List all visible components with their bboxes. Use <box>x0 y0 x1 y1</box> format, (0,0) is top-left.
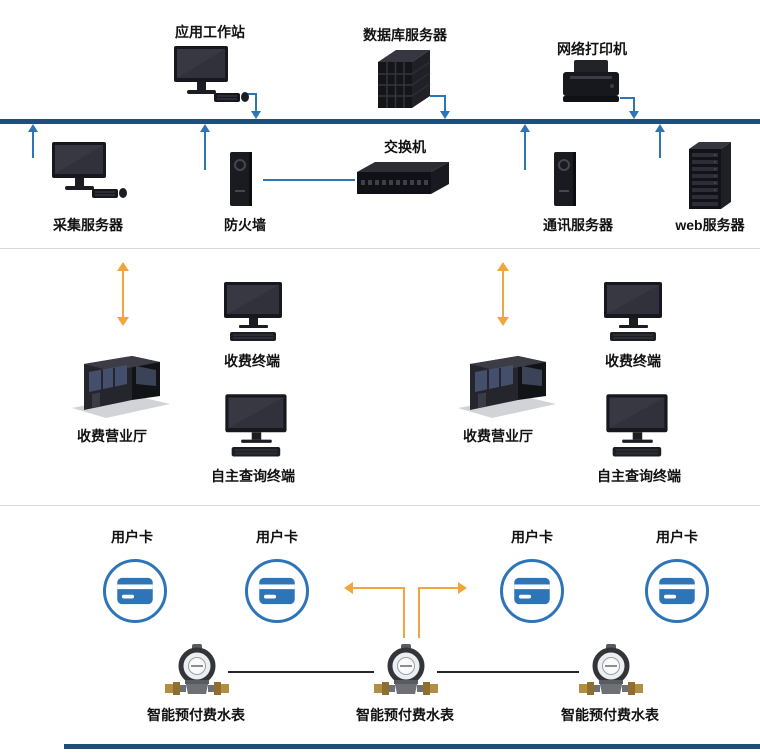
arrow-down-icon <box>497 317 509 326</box>
communication-server-icon <box>551 150 583 208</box>
water-meter-label: 智能预付费水表 <box>147 707 245 723</box>
firewall-label: 防火墙 <box>224 217 266 233</box>
arrow-down-icon <box>117 317 129 326</box>
section-divider-2 <box>0 505 760 506</box>
printer-connector <box>620 97 635 99</box>
water-meter-label: 智能预付费水表 <box>561 707 659 723</box>
workstation-icon <box>170 46 250 104</box>
fee-terminal-label-left: 收费终端 <box>224 353 280 369</box>
water-meter-icon <box>579 644 643 702</box>
communication-server-connector <box>524 131 526 170</box>
water-meter-icon <box>165 644 229 702</box>
workstation-connector <box>243 93 257 95</box>
water-meter-label: 智能预付费水表 <box>356 707 454 723</box>
arrow-up-icon <box>117 262 129 271</box>
fee-terminal-icon-left <box>218 282 290 344</box>
card-meter-link <box>352 587 405 589</box>
collection-server-connector <box>32 131 34 158</box>
meter-link <box>228 671 374 673</box>
collection-server-icon <box>48 142 128 200</box>
user-card-badge <box>103 559 167 623</box>
query-terminal-label-right: 自主查询终端 <box>597 468 681 484</box>
database-connector <box>430 95 446 97</box>
database-server-icon <box>372 50 436 110</box>
fee-terminal-icon-right <box>598 282 670 344</box>
arrow-right-icon <box>458 582 467 594</box>
database-server-label: 数据库服务器 <box>363 27 447 43</box>
network-printer-icon <box>560 60 622 104</box>
section-divider-1 <box>0 248 760 249</box>
firewall-connector <box>204 131 206 170</box>
workstation-label: 应用工作站 <box>175 24 245 40</box>
user-card-label: 用户卡 <box>511 529 553 545</box>
arrow-up-icon <box>655 124 665 132</box>
web-server-connector <box>659 131 661 158</box>
user-card-badge <box>500 559 564 623</box>
user-card-badge <box>245 559 309 623</box>
card-meter-link <box>418 587 458 589</box>
meter-link <box>437 671 579 673</box>
firewall-switch-link <box>263 179 355 181</box>
communication-server-label: 通讯服务器 <box>543 217 613 233</box>
arrow-up-icon <box>520 124 530 132</box>
switch-label: 交换机 <box>384 139 426 155</box>
card-meter-link <box>403 588 405 638</box>
query-terminal-label-left: 自主查询终端 <box>211 468 295 484</box>
fee-terminal-label-right: 收费终端 <box>605 353 661 369</box>
arrow-down-icon <box>440 111 450 119</box>
arrow-left-icon <box>344 582 353 594</box>
user-card-label: 用户卡 <box>256 529 298 545</box>
user-card-label: 用户卡 <box>111 529 153 545</box>
card-icon <box>258 577 296 605</box>
arrow-up-icon <box>28 124 38 132</box>
collection-server-label: 采集服务器 <box>53 217 123 233</box>
card-meter-link <box>418 588 420 638</box>
card-icon <box>513 577 551 605</box>
switch-icon <box>355 160 451 196</box>
business-hall-icon-right <box>458 344 556 426</box>
user-card-badge <box>645 559 709 623</box>
business-hall-label-left: 收费营业厅 <box>77 428 147 444</box>
network-bus-line <box>0 119 760 124</box>
query-terminal-icon-left <box>219 394 295 460</box>
workstation-connector <box>255 93 257 112</box>
arrow-up-icon <box>497 262 509 271</box>
water-meter-icon <box>374 644 438 702</box>
bottom-bus-line <box>64 744 760 749</box>
arrow-down-icon <box>629 111 639 119</box>
database-connector <box>444 95 446 112</box>
arrow-up-icon <box>200 124 210 132</box>
business-hall-icon-left <box>72 344 170 426</box>
network-printer-label: 网络打印机 <box>557 41 627 57</box>
web-server-label: web服务器 <box>675 217 745 233</box>
card-icon <box>116 577 154 605</box>
hall-bus-link-right <box>502 270 504 318</box>
user-card-label: 用户卡 <box>656 529 698 545</box>
hall-bus-link-left <box>122 270 124 318</box>
card-icon <box>658 577 696 605</box>
web-server-icon <box>687 140 733 210</box>
business-hall-label-right: 收费营业厅 <box>463 428 533 444</box>
arrow-down-icon <box>251 111 261 119</box>
query-terminal-icon-right <box>600 394 676 460</box>
printer-connector <box>633 97 635 112</box>
firewall-icon <box>227 150 259 208</box>
